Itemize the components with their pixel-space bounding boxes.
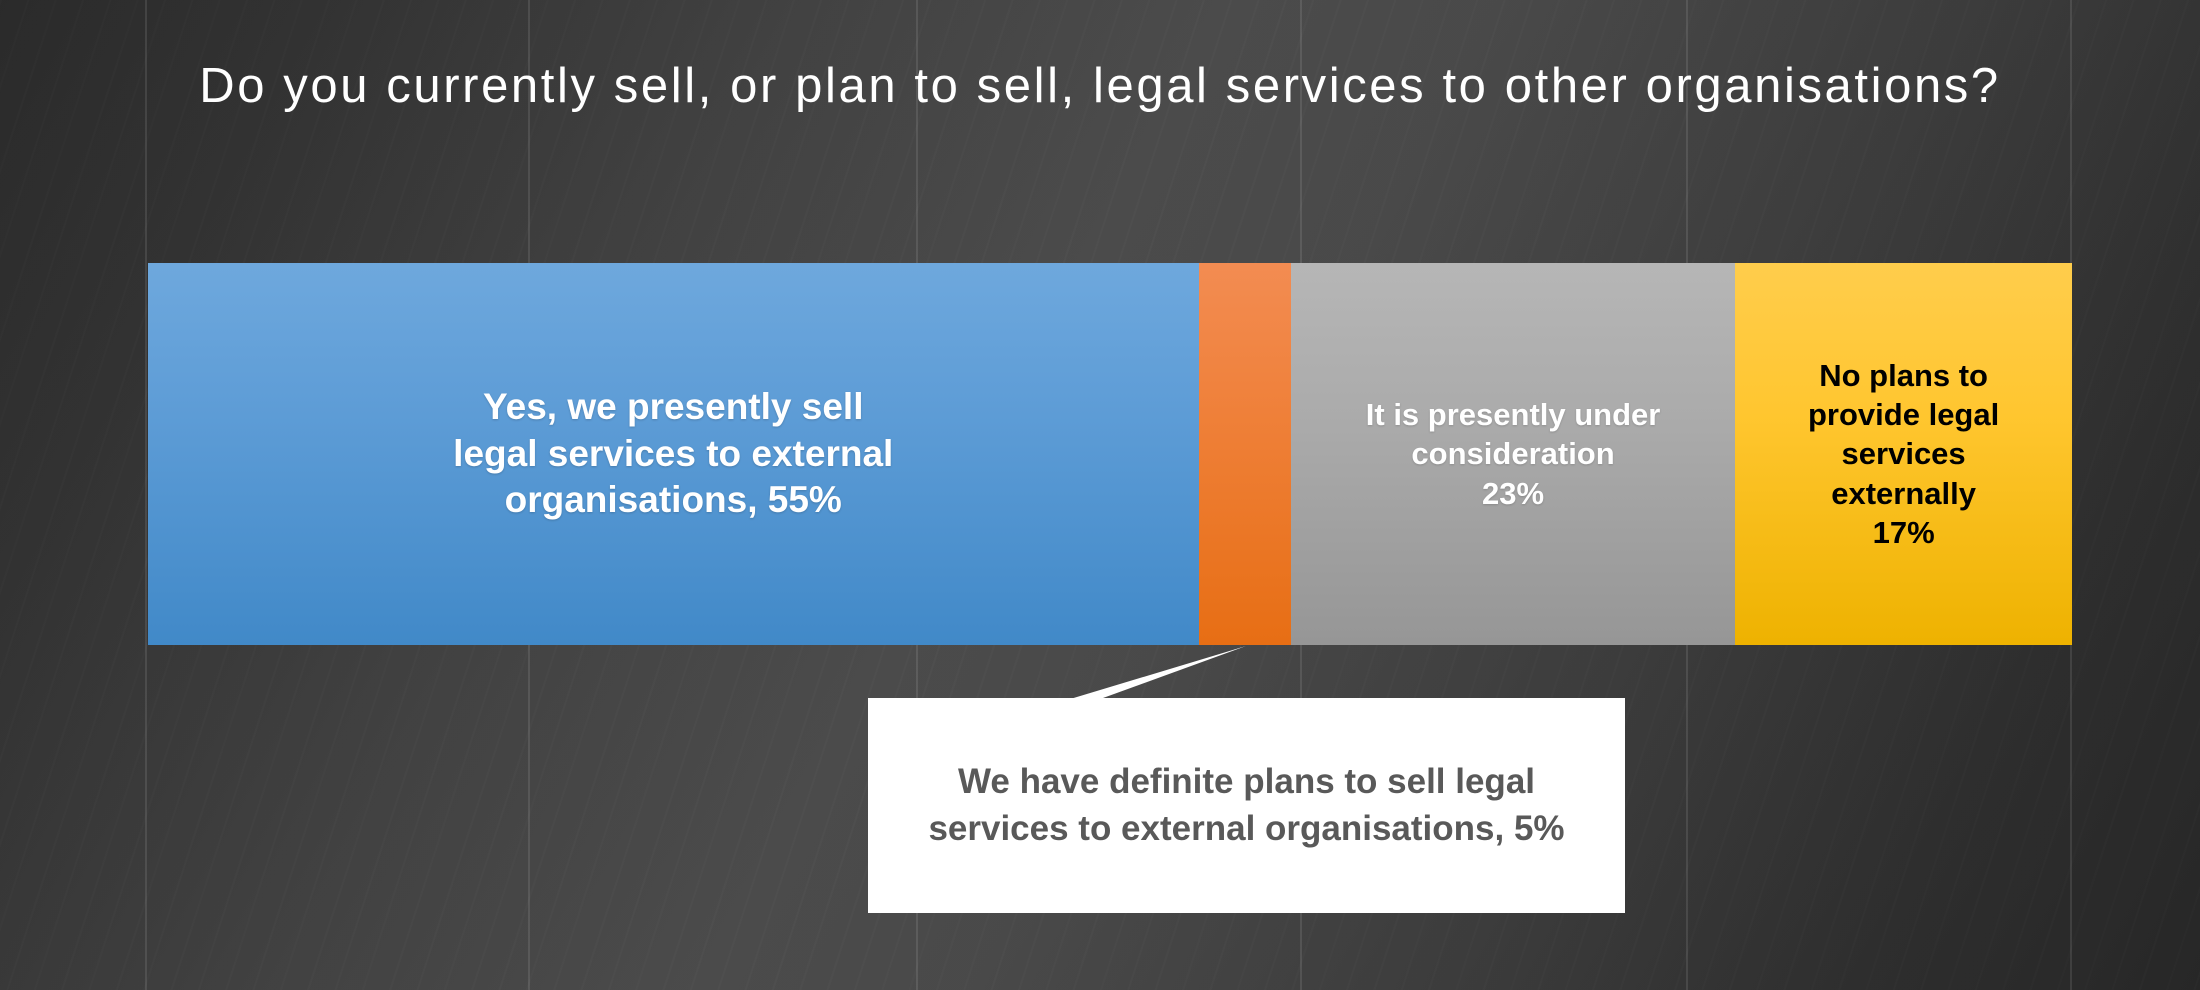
- bar-segment-under-consideration[interactable]: It is presently under consideration 23%: [1290, 263, 1736, 645]
- bar-segment-no-plans[interactable]: No plans to provide legal services exter…: [1735, 263, 2072, 645]
- bar-segment-label-under-consideration: It is presently under consideration 23%: [1365, 397, 1661, 511]
- bar-segment-definite-plans[interactable]: [1198, 263, 1291, 645]
- stacked-bar-chart: Yes, we presently sell legal services to…: [148, 263, 2072, 645]
- bar-segment-label-yes-presently-sell: Yes, we presently sell legal services to…: [453, 386, 894, 521]
- callout-box-label-definite-plans: We have definite plans to sell legal ser…: [928, 761, 1565, 848]
- bar-segment-label-no-plans: No plans to provide legal services exter…: [1808, 358, 2000, 550]
- chart-title: Do you currently sell, or plan to sell, …: [199, 59, 2001, 113]
- callout-box-definite-plans[interactable]: We have definite plans to sell legal ser…: [868, 698, 1625, 913]
- gridline: [145, 0, 147, 990]
- bar-segment-yes-presently-sell[interactable]: Yes, we presently sell legal services to…: [148, 263, 1199, 645]
